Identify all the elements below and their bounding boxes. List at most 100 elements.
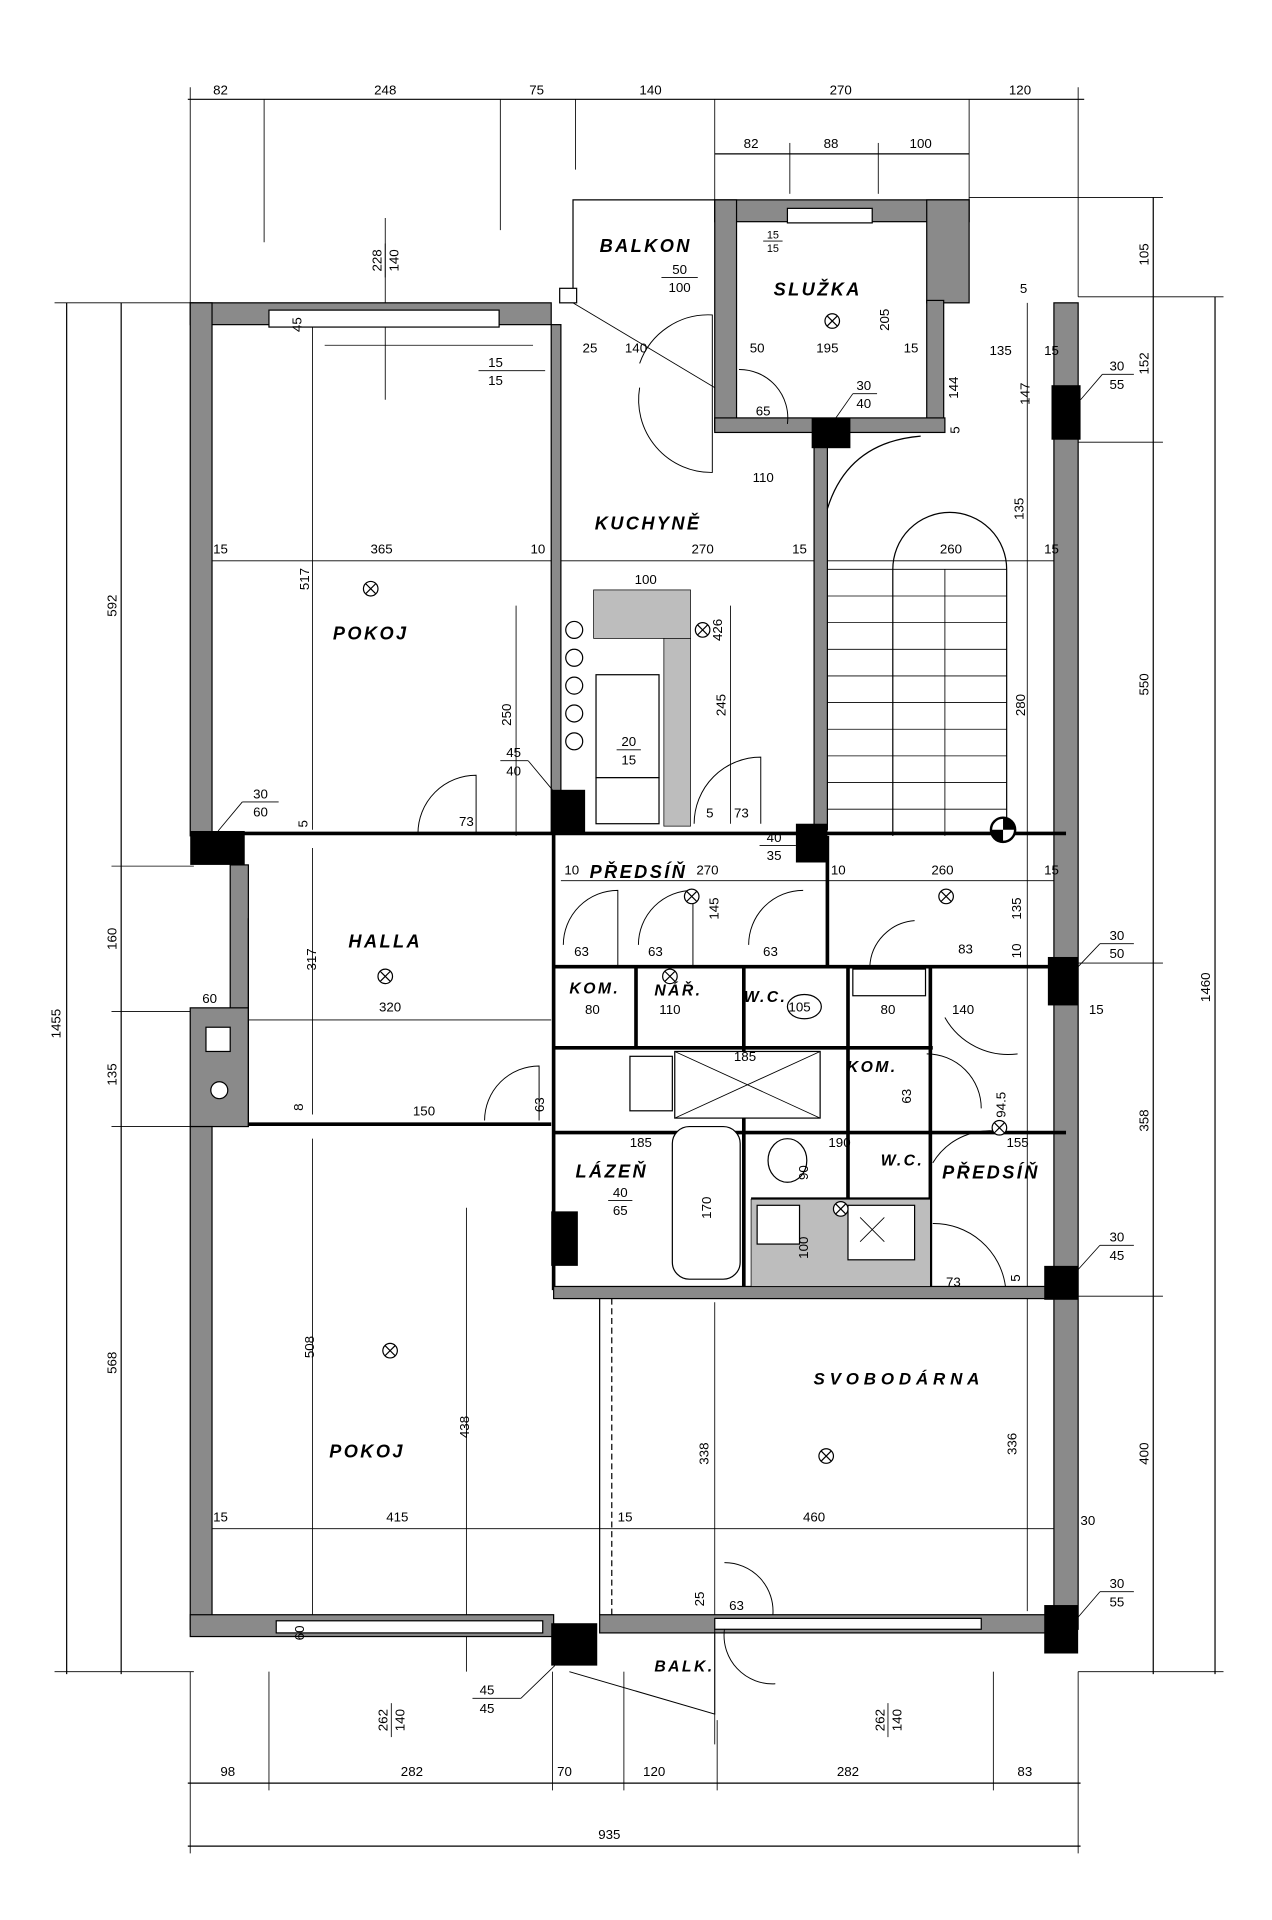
dim-interior: 45	[290, 317, 305, 332]
fraction: 40 35	[759, 830, 796, 863]
light-fixture-icon	[824, 313, 841, 329]
dim-interior: 15	[1044, 863, 1059, 878]
dim-interior: 517	[297, 568, 312, 590]
fraction-top: 30	[253, 786, 268, 801]
fraction-bottom: 40	[506, 763, 521, 778]
dim-interior: 5	[947, 426, 962, 433]
dim-top2: 100	[910, 136, 932, 151]
dim-interior: 5	[706, 806, 713, 821]
dim-bottom: 70	[557, 1764, 572, 1779]
dim-interior: 63	[899, 1089, 914, 1104]
dim-bottom: 282	[837, 1764, 859, 1779]
light-fixture-icon	[377, 968, 394, 985]
dim-interior: 60	[202, 991, 217, 1006]
dim-interior: 135	[990, 343, 1012, 358]
dim-top: 270	[830, 82, 852, 97]
dim-top2: 82	[744, 136, 759, 151]
dim-interior: 10	[564, 863, 579, 878]
room-label-lazen: LÁZEŇ	[575, 1160, 648, 1181]
overall-dimensions: 82 248 75 140 270 120 82 88 100 98 282 7…	[49, 82, 1214, 1841]
dim-interior: 100	[635, 572, 657, 587]
light-fixture-icon	[818, 1448, 835, 1464]
dim-interior: 5	[296, 820, 311, 827]
dim-right-total: 1460	[1198, 972, 1213, 1002]
dim-right: 550	[1136, 673, 1151, 695]
dim-interior: 460	[803, 1509, 825, 1524]
dim-interior: 144	[946, 376, 961, 399]
fraction: 15 15	[763, 230, 783, 255]
dim-interior: 30	[1080, 1513, 1095, 1528]
light-fixture-icons	[362, 313, 1008, 1464]
dim-interior: 15	[904, 341, 919, 356]
dim-interior: 147	[1018, 383, 1033, 405]
fraction-top: 20	[621, 734, 636, 749]
dim-interior: 50	[750, 341, 765, 356]
dim-top: 75	[529, 82, 544, 97]
fraction-top: 30	[1110, 928, 1125, 943]
dim-interior: 245	[714, 694, 729, 716]
dim-top: 82	[213, 82, 228, 97]
room-label-nar: NÁŘ.	[654, 981, 702, 1000]
dim-interior: 63	[574, 944, 589, 959]
fraction-bottom: 35	[767, 848, 782, 863]
dim-interior: 185	[630, 1135, 652, 1150]
dim-top: 140	[639, 82, 661, 97]
fraction: 30 55	[1080, 359, 1134, 401]
room-label-kom: KOM.	[569, 980, 620, 997]
fraction: 40 65	[608, 1185, 633, 1218]
room-labels: BALKON SLUŽKA KUCHYNĚ POKOJ HALLA PŘEDSÍ…	[329, 236, 1037, 1676]
fraction-top: 45	[506, 745, 521, 760]
fraction-bottom: 140	[889, 1709, 904, 1731]
dim-interior: 94.5	[993, 1092, 1008, 1118]
dim-interior: 365	[371, 542, 393, 557]
dim-interior: 140	[625, 341, 647, 356]
fraction-top: 40	[613, 1185, 628, 1200]
fraction-top: 30	[1110, 359, 1125, 374]
room-label-balk: BALK.	[654, 1659, 714, 1676]
dim-interior: 65	[756, 403, 771, 418]
doors	[417, 314, 1018, 1715]
dim-interior: 15	[213, 1509, 228, 1524]
dim-interior: 5	[1020, 281, 1027, 296]
dim-interior: 15	[1044, 343, 1059, 358]
dim-interior: 25	[692, 1592, 707, 1607]
dim-interior: 336	[1004, 1433, 1019, 1455]
fraction: 262 140	[872, 1703, 904, 1738]
dim-interior: 170	[699, 1197, 714, 1219]
dim-interior: 338	[697, 1443, 712, 1465]
fraction-top: 228	[370, 249, 385, 271]
dim-interior: 63	[532, 1097, 547, 1112]
fraction-top: 50	[672, 262, 687, 277]
dim-interior: 73	[734, 806, 749, 821]
stove-burners	[565, 620, 584, 751]
opening-fractions: 228 140 15 15 50 100 15 15 30 55 30 40	[217, 230, 1134, 1738]
dim-interior: 10	[831, 863, 846, 878]
dim-interior: 190	[828, 1135, 850, 1150]
fraction-bottom: 15	[621, 752, 636, 767]
fraction-top: 262	[376, 1709, 391, 1731]
dim-interior: 270	[696, 863, 718, 878]
fraction-top: 30	[856, 378, 871, 393]
dim-interior: 320	[379, 999, 401, 1014]
dim-interior: 90	[796, 1165, 811, 1180]
dim-interior: 260	[940, 542, 962, 557]
dim-right: 152	[1136, 352, 1151, 374]
dim-left: 135	[104, 1063, 119, 1085]
columns	[190, 385, 1081, 1666]
dim-interior: 73	[946, 1274, 961, 1289]
fraction-bottom: 65	[613, 1203, 628, 1218]
dim-bottom: 282	[401, 1764, 423, 1779]
dim-interior: 105	[788, 999, 810, 1014]
fraction-top: 45	[480, 1683, 495, 1698]
room-label-svobodarna: SVOBODÁRNA	[813, 1370, 984, 1389]
fraction-bottom: 45	[480, 1701, 495, 1716]
interior-dimensions: 365 15 10 270 15 260 15 517 250 73 5 100…	[202, 281, 1104, 1640]
fraction: 15 15	[478, 355, 546, 388]
dim-interior: 63	[763, 944, 778, 959]
dim-interior: 8	[291, 1103, 306, 1110]
dim-interior: 15	[618, 1509, 633, 1524]
dim-interior: 110	[659, 1002, 680, 1017]
dim-left-total: 1455	[49, 1009, 64, 1039]
dim-interior: 83	[958, 941, 973, 956]
fraction-bottom: 140	[387, 249, 402, 271]
